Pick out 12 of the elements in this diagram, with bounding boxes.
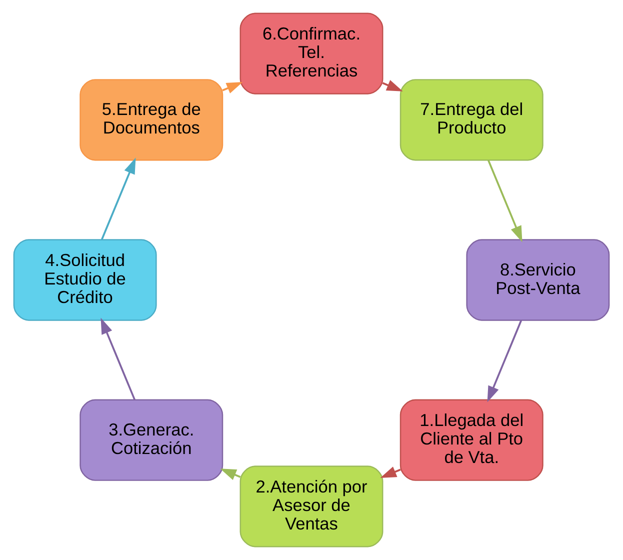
arrow: [100, 158, 136, 240]
node-box: 2.Atención por Asesor de Ventas: [240, 466, 384, 548]
node-box: 4.Solicitud Estudio de Crédito: [13, 239, 157, 321]
node-box: 8.Servicio Post-Venta: [466, 239, 610, 321]
arrow: [487, 320, 522, 402]
node-box: 3.Generac. Cotización: [80, 399, 224, 481]
node-box: 7.Entrega del Producto: [400, 79, 544, 161]
arrow: [100, 318, 136, 400]
node-box: 6.Confirmac. Tel. Referencias: [240, 12, 384, 94]
node-box: 1.Llegada del Cliente al Pto de Vta.: [400, 399, 544, 481]
arrow: [488, 160, 522, 242]
node-box: 5.Entrega de Documentos: [80, 79, 224, 161]
